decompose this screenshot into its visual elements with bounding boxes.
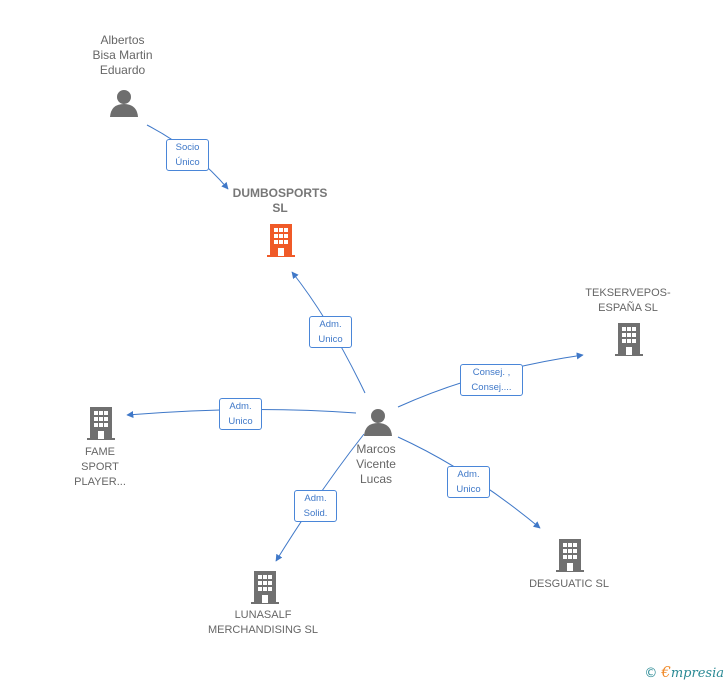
person-icon[interactable]	[109, 88, 139, 118]
building-icon[interactable]	[613, 321, 645, 357]
company-label-fame[interactable]: FAME SPORT PLAYER...	[74, 446, 126, 488]
building-icon[interactable]	[554, 537, 586, 573]
person-label-albertos[interactable]: Albertos Bisa Martin Eduardo	[92, 33, 153, 77]
copyright-icon: ©	[644, 666, 658, 681]
edge-label-adm-unico: Adm. Unico	[219, 398, 262, 430]
person-label-marcos[interactable]: Marcos Vicente Lucas	[356, 442, 396, 486]
edge-label-adm-solid: Adm. Solid.	[294, 490, 337, 522]
brand-name: mpresia	[670, 666, 724, 681]
edge-label-adm-unico: Adm. Unico	[447, 466, 490, 498]
brand-logo-e: €	[661, 663, 671, 681]
company-label-desguatic[interactable]: DESGUATIC SL	[529, 578, 609, 590]
brand-footer: ©€mpresia	[644, 663, 724, 681]
edge-label-adm-unico: Adm. Unico	[309, 316, 352, 348]
building-icon[interactable]	[249, 569, 281, 605]
company-label-lunasalf[interactable]: LUNASALF MERCHANDISING SL	[207, 609, 319, 636]
company-label-dumbosports[interactable]: DUMBOSPORTS SL	[232, 186, 328, 215]
edge-label-socio-unico: Socio Único	[166, 139, 209, 171]
company-label-tekservepos[interactable]: TEKSERVEPOS- ESPAÑA SL	[585, 287, 671, 314]
edge-label-consej: Consej. , Consej....	[460, 364, 523, 396]
person-icon[interactable]	[363, 407, 393, 437]
building-icon-highlight[interactable]	[265, 222, 297, 258]
building-icon[interactable]	[85, 405, 117, 441]
